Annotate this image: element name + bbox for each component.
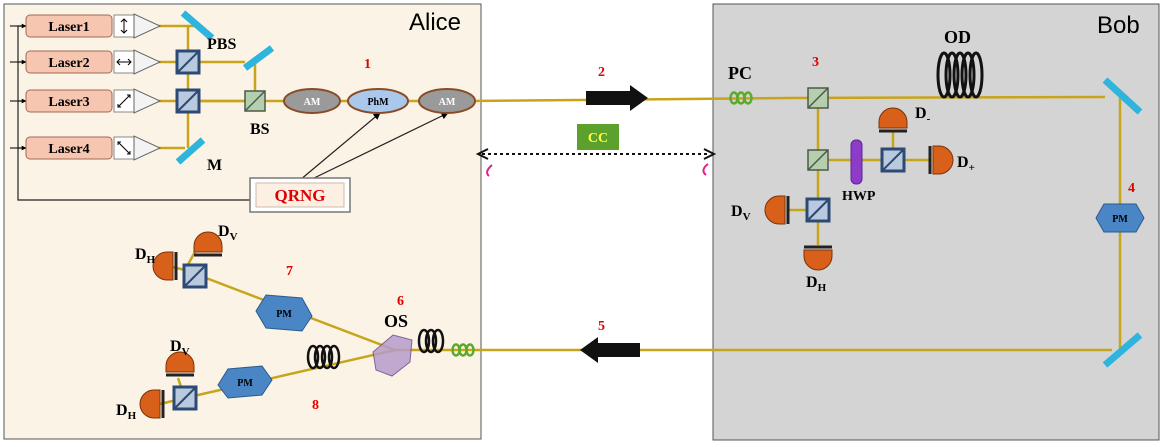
phase-modulator: PhM — [347, 88, 409, 114]
mirror-pbs — [242, 45, 275, 71]
laser-4-label: Laser4 — [48, 142, 89, 157]
label-2: 2 — [598, 65, 605, 80]
return-arrow — [580, 337, 640, 363]
detector-d-minus — [877, 106, 909, 133]
detector-d-h-alice-lower — [138, 388, 165, 420]
d-v-bob-label: DV — [731, 203, 751, 223]
pm-label-bob: PM — [1112, 214, 1128, 225]
bob-title: Bob — [1097, 12, 1140, 39]
label-5: 5 — [598, 319, 605, 334]
detector-d-h-bob — [802, 245, 834, 272]
pbs-bob-2 — [805, 197, 831, 223]
pbs-alice-lower — [172, 385, 198, 411]
pbs-label: PBS — [207, 36, 236, 53]
alice-title: Alice — [409, 9, 461, 36]
detector-d-h-alice-upper — [151, 250, 178, 282]
hwp-label: HWP — [842, 189, 876, 204]
pbs-alice-upper — [182, 263, 208, 289]
detector-d-plus — [928, 144, 955, 176]
laser-4: Laser4 — [25, 135, 162, 161]
laser-3-label: Laser3 — [48, 95, 89, 110]
delay-coil-alice — [417, 328, 445, 354]
pm-alice-lower: PM — [217, 365, 273, 399]
qrng-label: QRNG — [275, 186, 326, 205]
mirror-top — [180, 10, 215, 41]
am-label-2: AM — [439, 97, 456, 108]
pm-alice-upper: PM — [255, 294, 313, 332]
laser-3: Laser3 — [25, 88, 162, 114]
d-v-alice-upper-label: DV — [218, 223, 238, 243]
qrng-box: QRNG — [249, 177, 351, 213]
laser-1-label: Laser1 — [48, 20, 89, 35]
laser-1: Laser1 — [25, 13, 162, 39]
pbs-alice-1 — [175, 49, 201, 75]
cc-label: CC — [588, 131, 608, 146]
pm-label-alice-lower: PM — [237, 378, 253, 389]
am-modulator-1: AM — [283, 88, 341, 114]
laser-2: Laser2 — [25, 49, 162, 75]
pbs-bob-1 — [880, 147, 906, 173]
label-4: 4 — [1128, 181, 1135, 196]
pc-label: PC — [728, 63, 752, 83]
classical-channel: CC — [475, 124, 717, 177]
label-3: 3 — [812, 55, 819, 70]
mirror-m — [175, 137, 206, 165]
am-label-1: AM — [304, 97, 321, 108]
os-circulator — [372, 334, 413, 377]
phase-modulator-bob: PM — [1095, 203, 1145, 233]
label-1: 1 — [364, 57, 371, 72]
os-label: OS — [384, 311, 408, 331]
bs-label: BS — [250, 121, 270, 138]
m-label: M — [207, 157, 222, 174]
control-lines — [10, 23, 449, 201]
d-h-alice-lower-label: DH — [116, 402, 137, 422]
bs-bob-2 — [807, 149, 829, 171]
bs-alice — [244, 90, 266, 112]
bs-bob-1 — [807, 87, 829, 109]
od-label: OD — [944, 27, 971, 47]
optical-delay-coil — [936, 51, 984, 99]
d-minus-label: D- — [915, 105, 931, 125]
pm-label-alice-upper: PM — [276, 309, 292, 320]
delay-coil-alice-lower — [306, 344, 341, 370]
d-h-alice-upper-label: DH — [135, 246, 156, 266]
pbs-alice-2 — [175, 88, 201, 114]
d-h-bob-label: DH — [806, 274, 827, 294]
d-v-alice-lower-label: DV — [170, 338, 190, 358]
mirror-bob-top — [1102, 77, 1143, 115]
detector-d-v-bob — [763, 194, 790, 226]
half-wave-plate — [850, 139, 863, 185]
label-6: 6 — [397, 294, 404, 309]
label-8: 8 — [312, 398, 319, 413]
am-modulator-2: AM — [418, 88, 476, 114]
phm-label: PhM — [367, 97, 389, 108]
d-plus-label: D+ — [957, 154, 975, 174]
polarization-controller — [729, 91, 753, 105]
forward-arrow — [586, 85, 648, 111]
mirror-bob-bottom — [1102, 332, 1143, 368]
label-7: 7 — [286, 264, 293, 279]
laser-2-label: Laser2 — [48, 56, 89, 71]
detector-d-v-alice-lower — [164, 350, 196, 377]
pc-alice — [451, 343, 475, 357]
